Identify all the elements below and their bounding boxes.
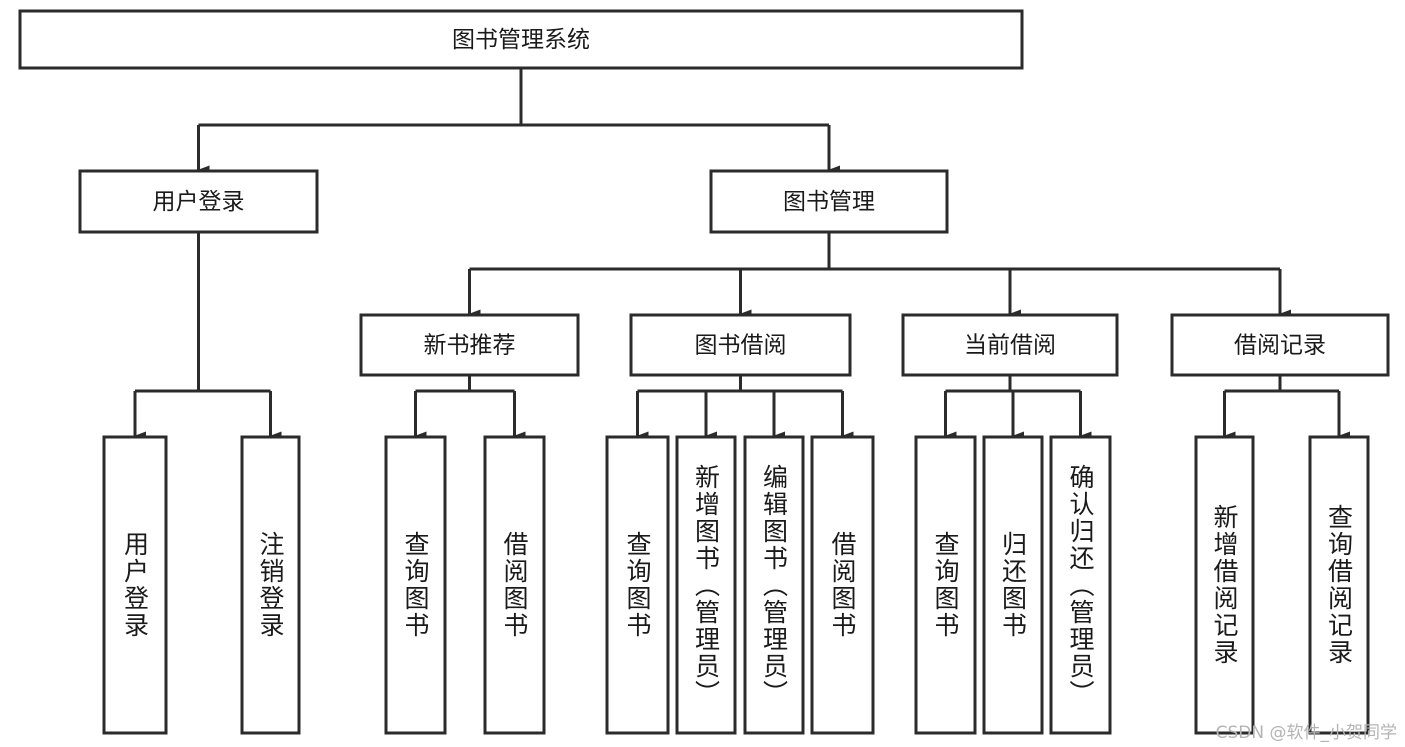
node-label-n-current-borrow: 当前借阅 — [964, 333, 1056, 359]
node-box-n-current-borrow[interactable] — [901, 313, 1119, 377]
node-box-leaf-return-book[interactable] — [982, 435, 1044, 735]
node-box-leaf-borrow-book-b[interactable] — [810, 435, 875, 735]
node-box-n-borrow-record[interactable] — [1170, 313, 1390, 377]
node-box-n-user-login[interactable] — [78, 169, 319, 234]
node-box-leaf-add-book[interactable] — [675, 435, 737, 735]
node-box-leaf-query-record[interactable] — [1308, 435, 1370, 735]
node-label-n-new-book-rec: 新书推荐 — [424, 333, 516, 359]
node-label-n-book-manage: 图书管理 — [783, 189, 875, 215]
node-box-n-book-borrow[interactable] — [629, 313, 852, 377]
node-box-leaf-borrow-book-rec[interactable] — [483, 435, 546, 735]
node-box-leaf-query-book-b[interactable] — [605, 435, 670, 735]
watermark-text: CSDN @软件_小贺同学 — [1215, 723, 1397, 743]
node-label-n-book-borrow: 图书借阅 — [695, 333, 787, 359]
node-box-leaf-query-book-rec[interactable] — [384, 435, 447, 735]
node-box-n-book-manage[interactable] — [709, 169, 949, 234]
node-label-root: 图书管理系统 — [452, 27, 590, 53]
node-label-n-borrow-record: 借阅记录 — [1234, 333, 1326, 359]
connector-layer — [133, 68, 1350, 441]
node-label-n-user-login: 用户登录 — [153, 189, 245, 215]
node-box-root[interactable] — [18, 9, 1024, 70]
node-box-leaf-user-login[interactable] — [102, 435, 168, 735]
node-box-leaf-edit-book[interactable] — [743, 435, 805, 735]
node-box-leaf-logout[interactable] — [240, 435, 301, 735]
node-box-leaf-confirm-return[interactable] — [1049, 435, 1112, 735]
node-box-leaf-add-record[interactable] — [1194, 435, 1255, 735]
node-box-n-new-book-rec[interactable] — [359, 313, 580, 377]
node-box-leaf-query-book-c[interactable] — [914, 435, 977, 735]
node-box-layer — [18, 9, 1390, 735]
